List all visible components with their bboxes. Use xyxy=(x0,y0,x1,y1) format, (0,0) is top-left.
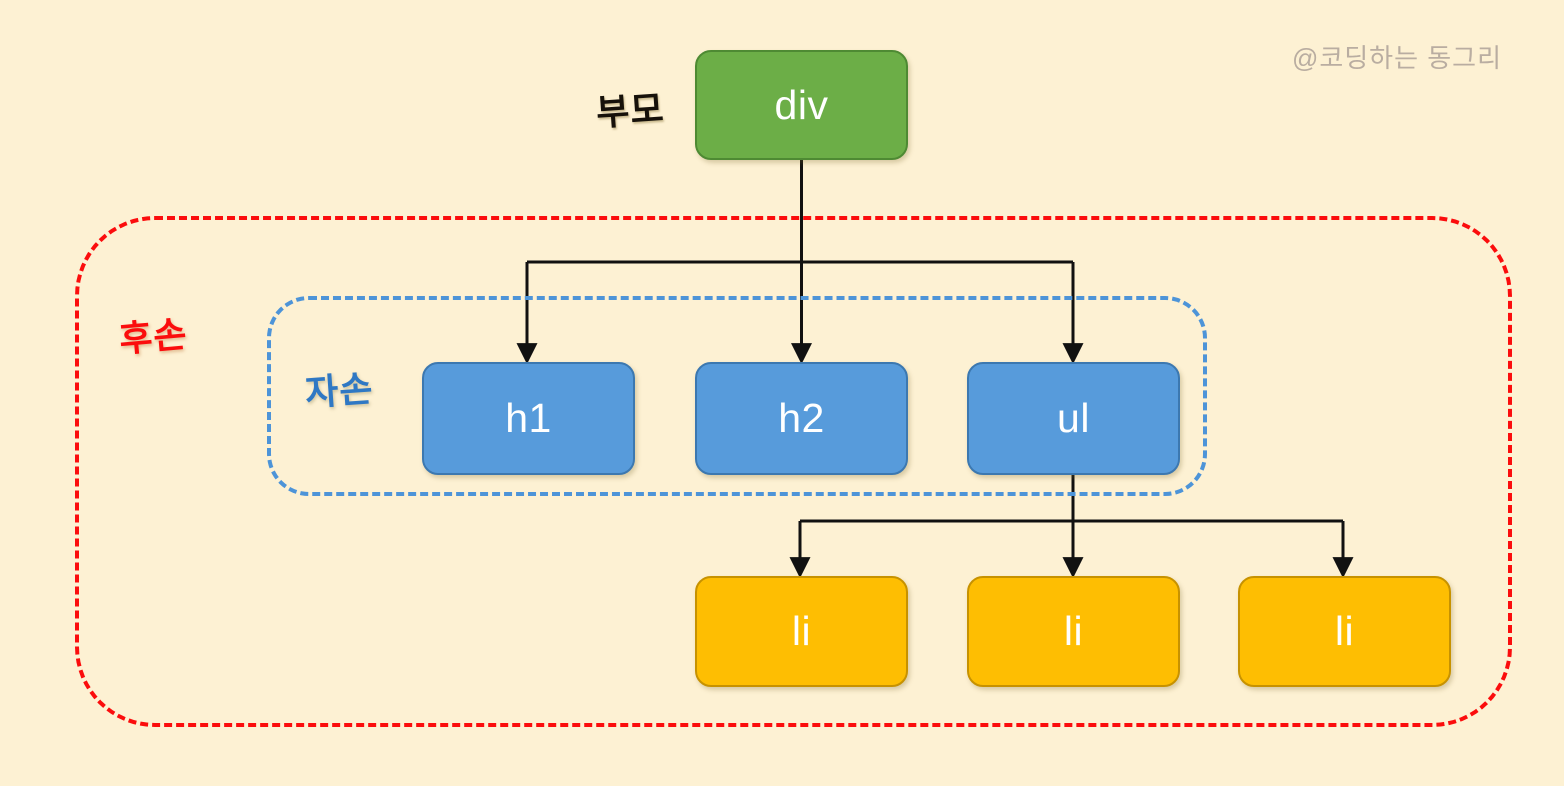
node-li-3[interactable]: li xyxy=(1238,576,1451,687)
descendant-group-frame xyxy=(75,216,1512,727)
caption-parent: 부모 xyxy=(594,88,666,135)
node-h1[interactable]: h1 xyxy=(422,362,635,475)
caption-child: 자손 xyxy=(303,368,375,415)
caption-descendant: 후손 xyxy=(117,314,190,361)
node-ul[interactable]: ul xyxy=(967,362,1180,475)
node-h2[interactable]: h2 xyxy=(695,362,908,475)
watermark-text: @코딩하는 동그리 xyxy=(1291,43,1502,73)
node-li-1[interactable]: li xyxy=(695,576,908,687)
child-group-frame xyxy=(267,296,1207,496)
node-div[interactable]: div xyxy=(695,50,908,160)
node-li-2[interactable]: li xyxy=(967,576,1180,687)
